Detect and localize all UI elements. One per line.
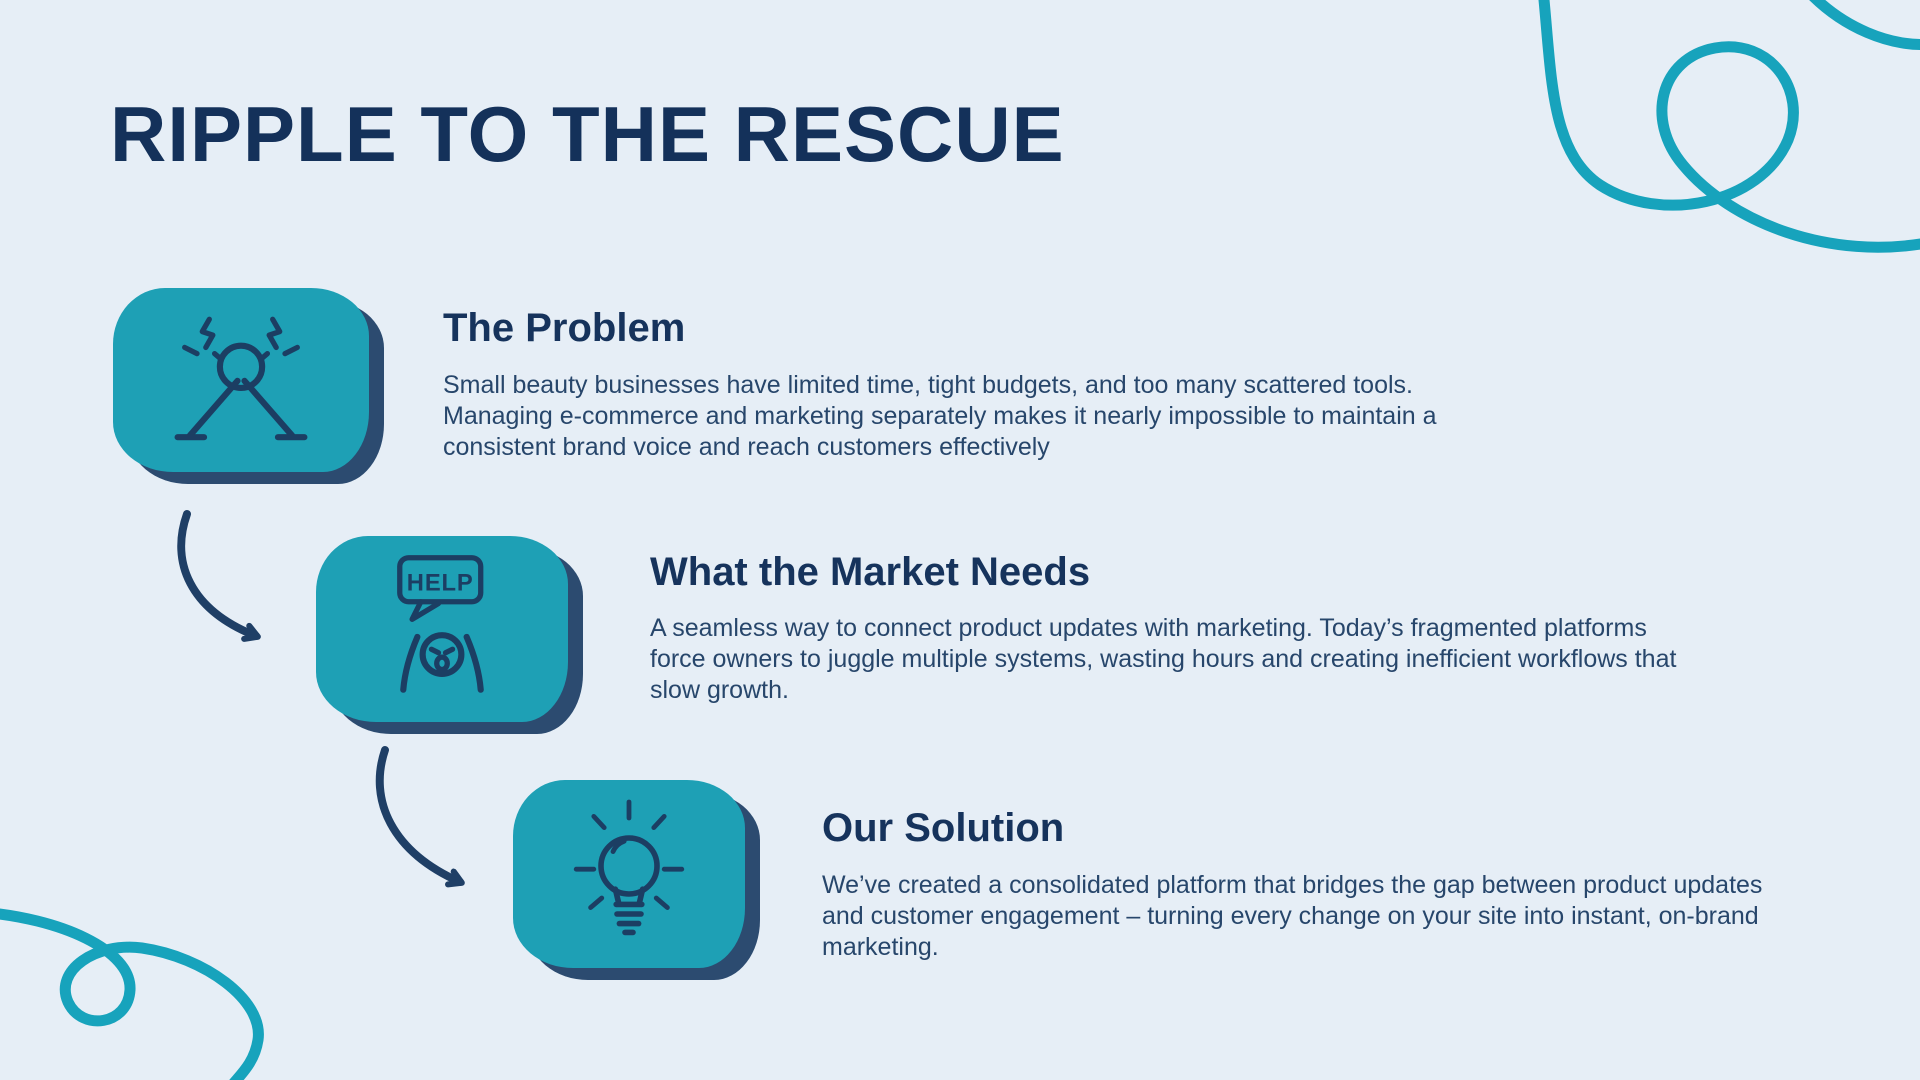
body-line: consistent brand voice and reach custome… — [443, 433, 1050, 461]
problem-icon-box — [113, 288, 369, 472]
solution-body: We’ve created a consolidated platform th… — [822, 870, 1762, 963]
body-line: We’ve created a consolidated platform th… — [822, 871, 1763, 899]
problem-body: Small beauty businesses have limited tim… — [443, 370, 1437, 463]
body-line: force owners to juggle multiple systems,… — [650, 645, 1677, 673]
body-line: slow growth. — [650, 676, 789, 704]
swirl-bottom-left-decoration — [0, 908, 264, 1080]
help-person-icon: HELP — [397, 555, 484, 693]
swirl-top-right-decoration — [1538, 0, 1920, 253]
body-line: and customer engagement – turning every … — [822, 902, 1759, 930]
body-line: marketing. — [822, 933, 939, 961]
body-line: A seamless way to connect product update… — [650, 614, 1647, 642]
market-needs-heading: What the Market Needs — [650, 550, 1091, 594]
body-line: Managing e-commerce and marketing separa… — [443, 402, 1437, 430]
market-needs-icon-box: HELP — [316, 536, 568, 722]
slide-title: RIPPLE TO THE RESCUE — [110, 90, 1065, 178]
arrow-step2-to-step3 — [375, 746, 465, 888]
solution-heading: Our Solution — [822, 806, 1065, 850]
arrow-step1-to-step2 — [177, 510, 261, 642]
market-needs-body: A seamless way to connect product update… — [650, 613, 1676, 706]
help-bubble-label: HELP — [407, 569, 474, 596]
problem-heading: The Problem — [443, 306, 686, 350]
body-line: Small beauty businesses have limited tim… — [443, 371, 1413, 399]
lightbulb-icon — [573, 799, 685, 936]
stressed-person-icon — [174, 316, 308, 441]
solution-icon-box — [513, 780, 745, 968]
